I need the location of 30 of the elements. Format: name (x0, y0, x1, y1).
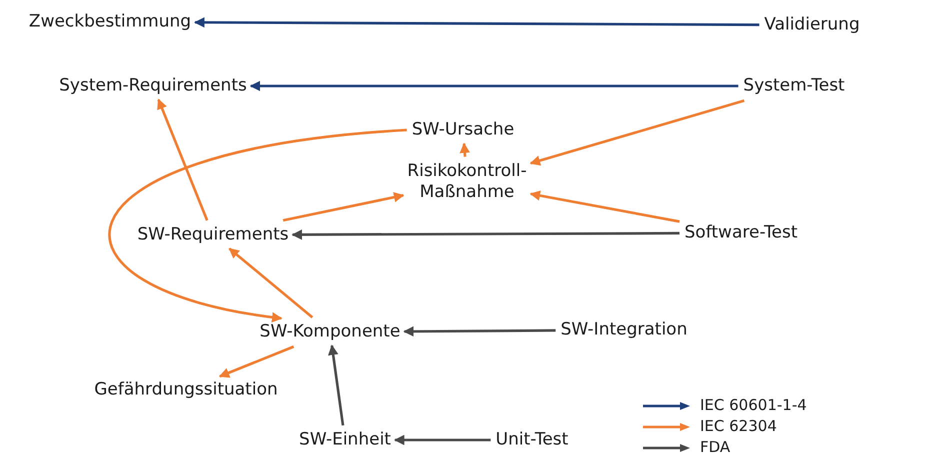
node-label: Unit-Test (492, 427, 572, 453)
legend-label: IEC 62304 (700, 417, 777, 435)
arrow (328, 344, 344, 426)
arrow (394, 434, 491, 446)
arrow (194, 17, 760, 28)
node-label: System-Test (740, 73, 848, 99)
arrow (282, 192, 404, 222)
legend-label: IEC 60601-1-4 (700, 396, 807, 414)
arrow (218, 345, 294, 378)
arrow (460, 142, 470, 157)
node-label: SW-Komponente (256, 319, 404, 345)
arrow (250, 80, 738, 92)
node-label: Validierung (761, 12, 863, 38)
legend-label: FDA (700, 438, 730, 456)
arrow (228, 248, 314, 318)
node-label: Risikokontroll- Maßnahme (404, 158, 530, 206)
arrow (403, 326, 556, 337)
node-label: System-Requirements (56, 73, 250, 99)
node-label: SW-Ursache (408, 117, 518, 143)
node-label: Zweckbestimmung (26, 9, 194, 35)
arrow (530, 190, 680, 223)
node-label: SW-Einheit (296, 427, 394, 453)
arrow (292, 229, 680, 240)
node-label: SW-Integration (558, 317, 690, 343)
arrow (108, 128, 407, 322)
arrow (157, 98, 208, 221)
arrow (530, 99, 745, 166)
node-label: SW-Requirements (134, 222, 292, 248)
node-label: Software-Test (682, 220, 800, 246)
node-label: Gefährdungssituation (91, 377, 281, 403)
